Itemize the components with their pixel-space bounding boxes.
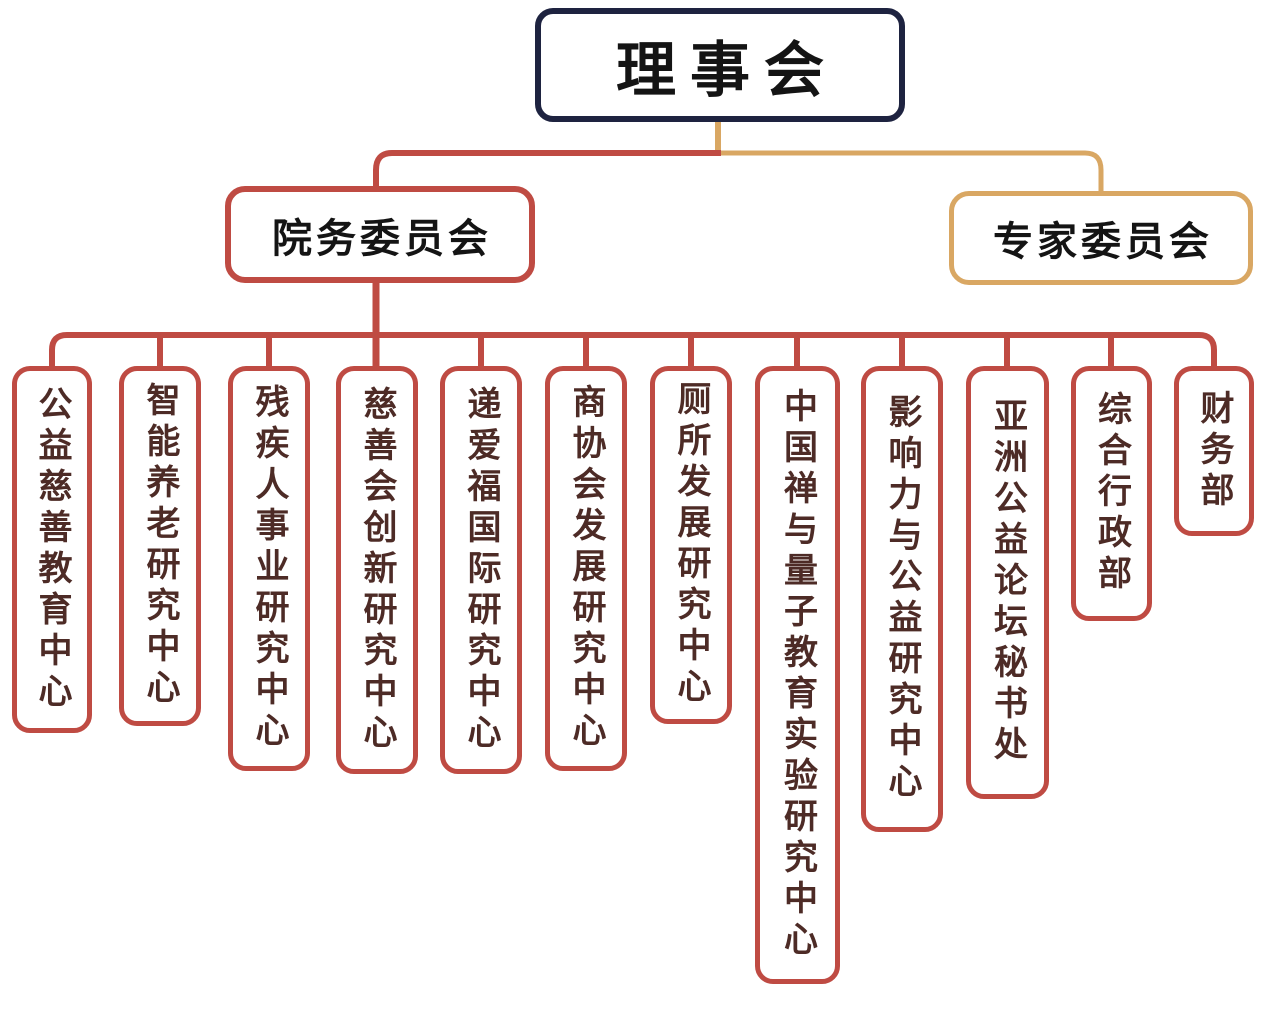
department-label: 中国禅与量子教育实验研究中心 bbox=[777, 388, 818, 962]
department-box: 财务部 bbox=[1174, 366, 1254, 536]
department-label: 慈善会创新研究中心 bbox=[357, 385, 397, 755]
board-label: 理事会 bbox=[616, 35, 838, 106]
department-box: 公益慈善教育中心 bbox=[12, 366, 92, 733]
department-box: 残疾人事业研究中心 bbox=[228, 366, 310, 771]
expert-committee-label: 专家委员会 bbox=[993, 219, 1213, 265]
expert-committee-box: 专家委员会 bbox=[949, 191, 1253, 285]
department-box: 影响力与公益研究中心 bbox=[861, 366, 943, 832]
department-label: 公益慈善教育中心 bbox=[32, 385, 72, 714]
board-box: 理事会 bbox=[535, 8, 905, 122]
department-box: 智能养老研究中心 bbox=[119, 366, 201, 726]
connector-branch-gold bbox=[716, 150, 1104, 193]
department-label: 残疾人事业研究中心 bbox=[249, 384, 289, 753]
department-label: 递爱福国际研究中心 bbox=[461, 385, 501, 755]
department-label: 综合行政部 bbox=[1091, 391, 1132, 596]
department-box: 商协会发展研究中心 bbox=[545, 366, 627, 771]
department-label: 亚洲公益论坛秘书处 bbox=[987, 398, 1028, 767]
department-box: 递爱福国际研究中心 bbox=[440, 366, 522, 774]
connector-rail bbox=[49, 332, 1217, 372]
department-label: 智能养老研究中心 bbox=[140, 382, 180, 710]
department-label: 财务部 bbox=[1194, 389, 1234, 513]
department-label: 厕所发展研究中心 bbox=[671, 381, 711, 709]
department-box: 亚洲公益论坛秘书处 bbox=[966, 366, 1049, 799]
connector-branch-red bbox=[373, 150, 721, 188]
department-box: 中国禅与量子教育实验研究中心 bbox=[755, 366, 840, 984]
council-committee-box: 院务委员会 bbox=[225, 186, 535, 283]
council-committee-label: 院务委员会 bbox=[272, 215, 492, 262]
department-box: 厕所发展研究中心 bbox=[650, 366, 732, 724]
department-label: 商协会发展研究中心 bbox=[566, 384, 606, 753]
department-box: 综合行政部 bbox=[1071, 366, 1152, 621]
department-label: 影响力与公益研究中心 bbox=[882, 394, 922, 804]
department-box: 慈善会创新研究中心 bbox=[336, 366, 418, 774]
